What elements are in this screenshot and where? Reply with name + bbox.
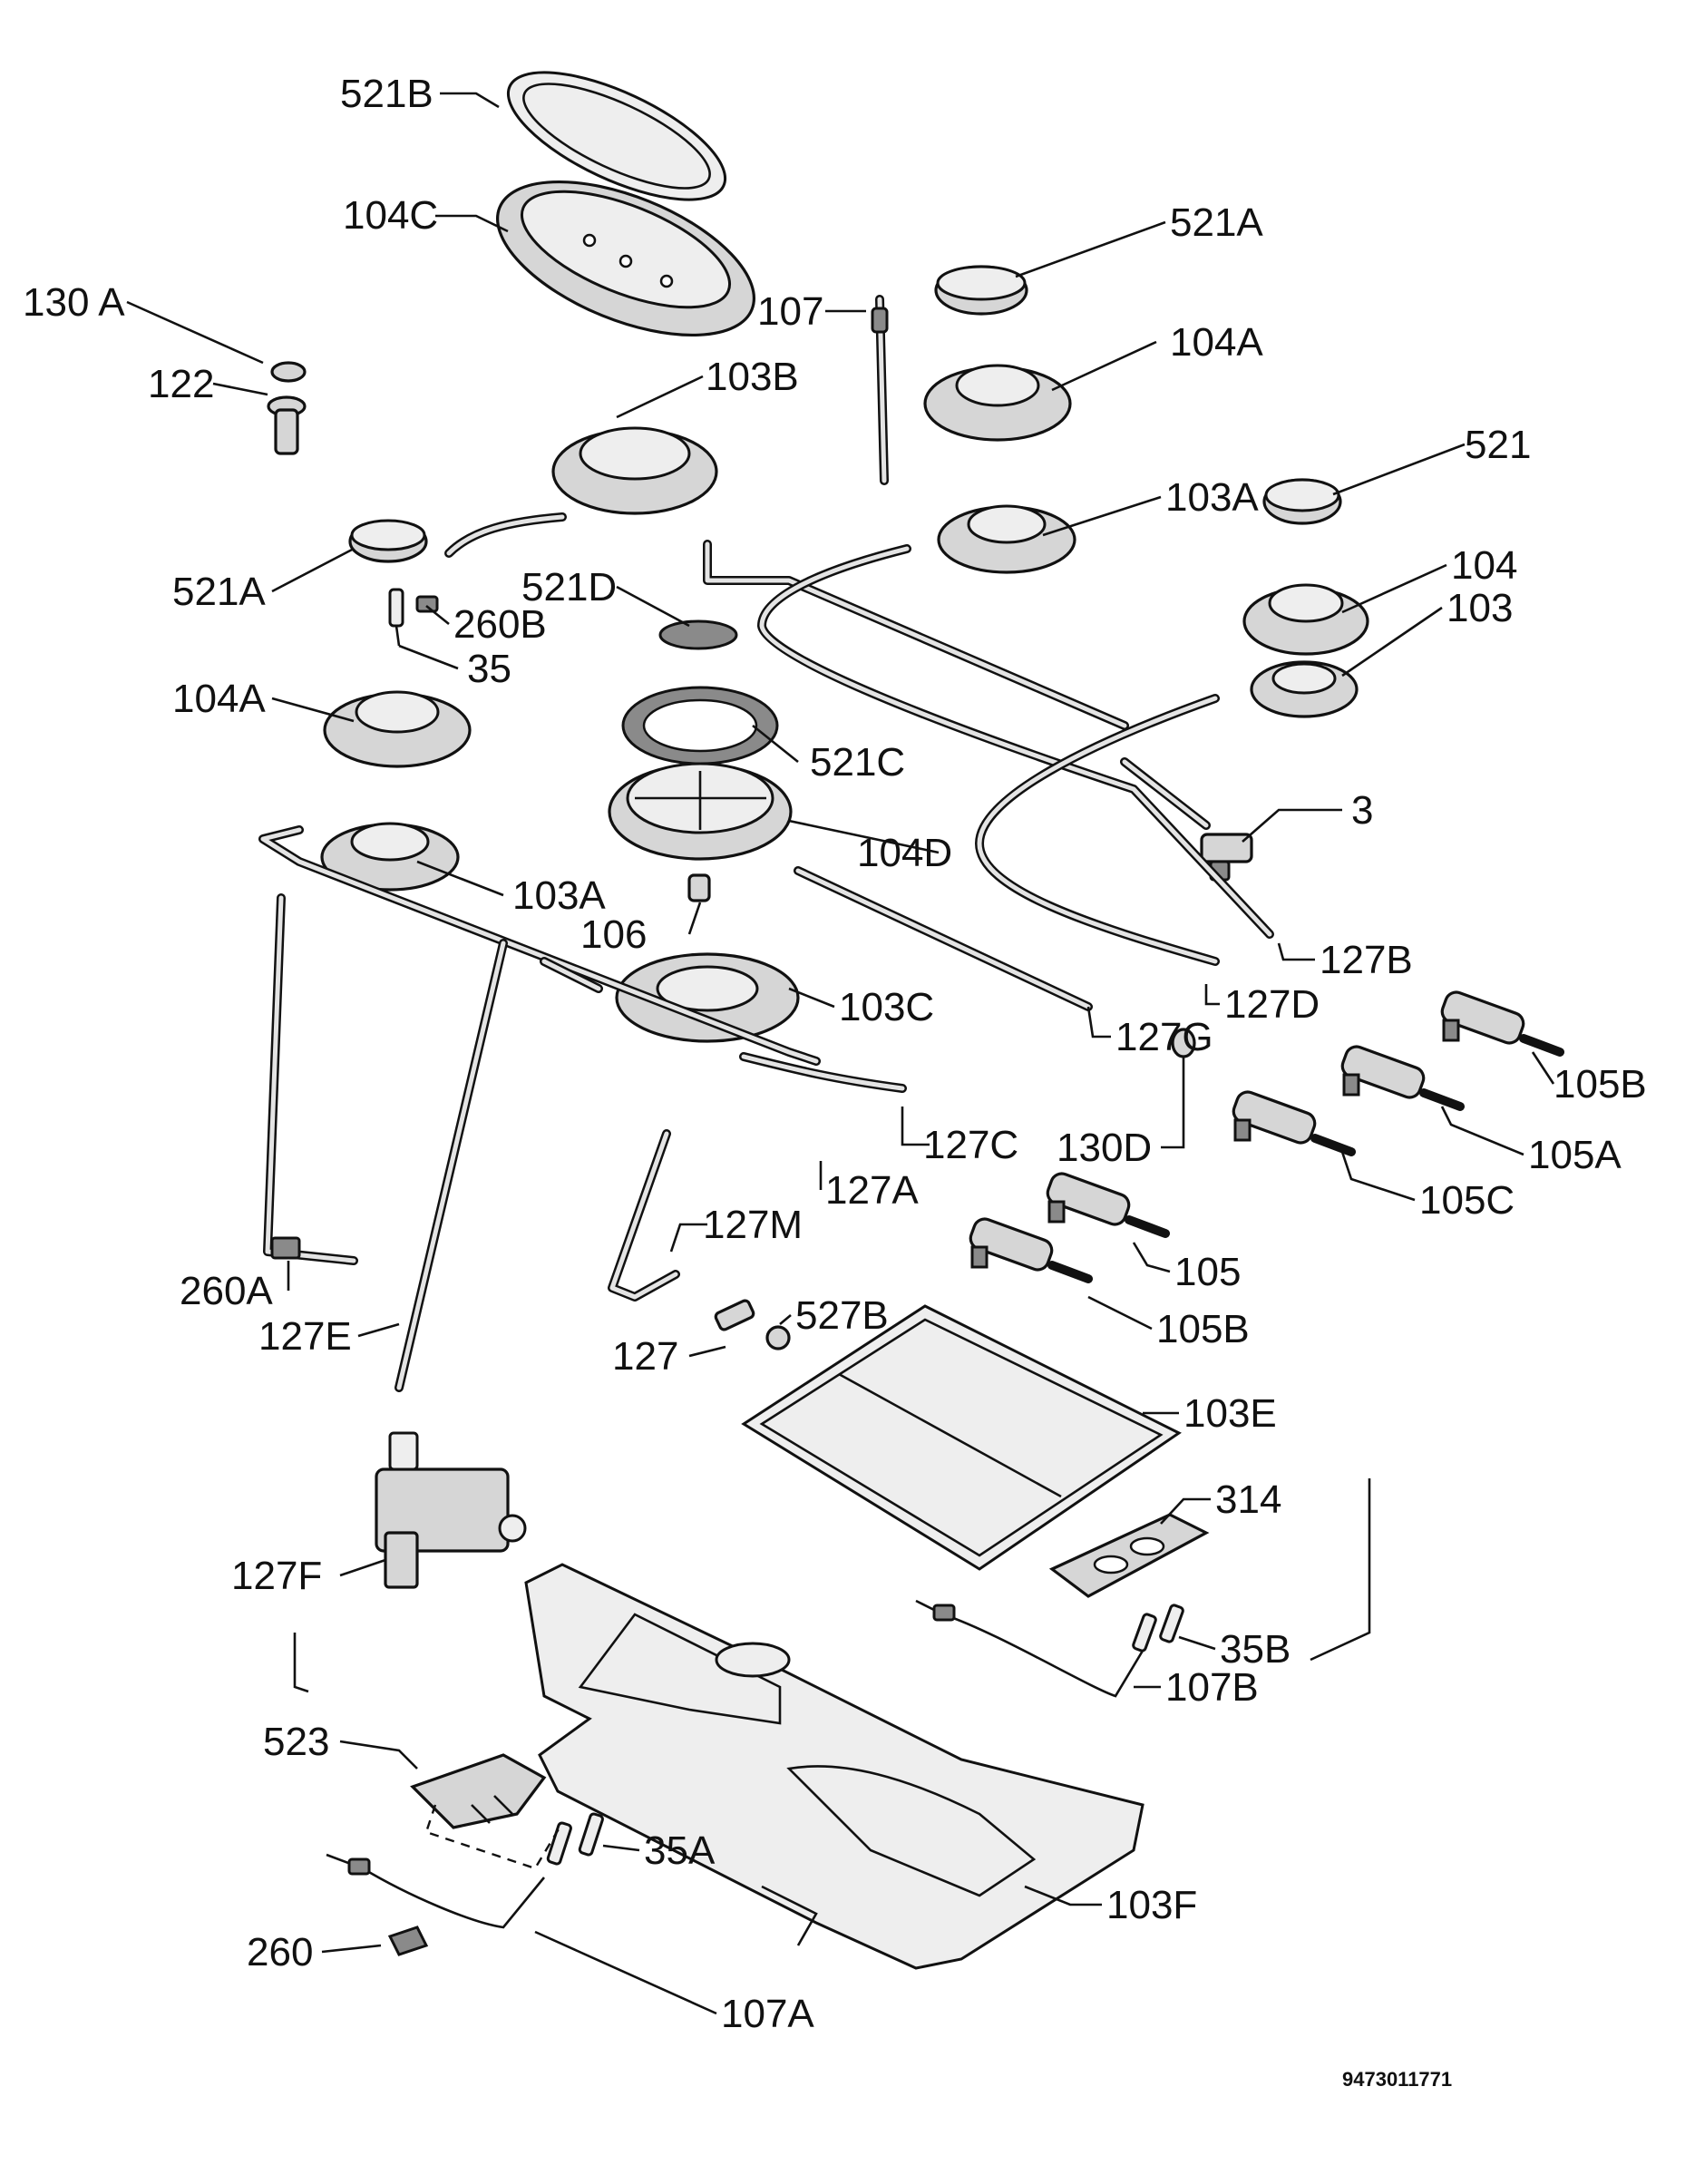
label-107A: 107A <box>721 1992 814 2036</box>
label-107: 107 <box>757 289 823 334</box>
label-104: 104 <box>1451 543 1517 588</box>
label-104A-left: 104A <box>172 677 266 721</box>
label-35B: 35B <box>1220 1627 1291 1672</box>
part-103C-wok-base <box>615 952 800 1043</box>
part-105B-tap-top <box>1440 990 1564 1057</box>
label-103A-left: 103A <box>512 873 606 918</box>
part-107B-probe <box>915 1599 1144 1698</box>
label-103E: 103E <box>1183 1391 1277 1436</box>
label-527B: 527B <box>795 1293 889 1338</box>
part-103F-base-plate <box>524 1563 1144 1970</box>
part-527B-nut <box>765 1325 791 1350</box>
label-127G: 127G <box>1115 1015 1213 1059</box>
part-107A-probe <box>326 1853 546 1929</box>
part-104-crown <box>1242 583 1369 656</box>
label-127C: 127C <box>923 1123 1018 1167</box>
part-103B-burner-body <box>551 426 718 515</box>
label-104A-right: 104A <box>1170 320 1263 365</box>
part-103-burner <box>1250 660 1359 718</box>
label-260B: 260B <box>453 602 547 647</box>
part-105B-tap-bottom <box>969 1217 1093 1283</box>
label-127M: 127M <box>703 1203 803 1247</box>
label-260A: 260A <box>180 1269 273 1313</box>
label-105A: 105A <box>1528 1133 1622 1177</box>
leader-lines <box>126 92 1555 2015</box>
part-260-clip <box>387 1926 429 1956</box>
label-122: 122 <box>148 362 214 406</box>
label-103A-right: 103A <box>1165 475 1259 520</box>
label-130D: 130D <box>1057 1126 1152 1170</box>
part-105A-tap <box>1340 1045 1465 1111</box>
part-127-elbow <box>714 1299 755 1331</box>
assembly-guides <box>293 1478 1371 1946</box>
part-105C-tap <box>1232 1090 1356 1156</box>
part-106-nozzle <box>687 873 711 902</box>
label-521: 521 <box>1465 423 1531 467</box>
part-127F-valve-block <box>375 1431 527 1589</box>
part-104D-wok-burner <box>608 762 793 861</box>
label-105B-top: 105B <box>1554 1062 1647 1107</box>
label-106: 106 <box>580 912 647 957</box>
label-314: 314 <box>1215 1477 1281 1522</box>
label-105B-bottom: 105B <box>1156 1307 1250 1351</box>
label-521A-left: 521A <box>172 570 266 614</box>
part-260A-clip <box>270 1236 301 1260</box>
label-103B: 103B <box>706 355 799 399</box>
label-127A: 127A <box>825 1168 919 1213</box>
label-105: 105 <box>1174 1250 1241 1294</box>
part-103E-tray <box>741 1304 1182 1571</box>
part-104A-crown-left <box>323 690 472 768</box>
label-35: 35 <box>467 647 511 691</box>
part-521D-disc <box>658 619 738 650</box>
part-35B-electrodes <box>1132 1604 1184 1653</box>
part-labels: 521B 104C 130 A 122 107 521A 103B 104A 5… <box>23 72 1647 2091</box>
label-107B: 107B <box>1165 1665 1259 1710</box>
part-104C-oval-burner <box>496 180 755 337</box>
label-521B: 521B <box>340 72 433 116</box>
diagram-reference-number: 9473011771 <box>1342 2068 1452 2091</box>
pipe-103B-feed <box>444 512 567 558</box>
part-107-probe <box>871 295 889 485</box>
part-105-tap <box>1046 1172 1170 1238</box>
label-260: 260 <box>247 1930 313 1974</box>
label-521D: 521D <box>521 565 617 609</box>
part-130A-nut <box>270 361 307 383</box>
label-103C: 103C <box>839 985 934 1029</box>
label-127B: 127B <box>1320 938 1413 982</box>
part-103A-burner-right <box>937 504 1076 574</box>
label-521C: 521C <box>810 740 905 785</box>
label-103: 103 <box>1446 586 1513 630</box>
part-35-electrode <box>388 588 404 647</box>
label-130A: 130 A <box>23 280 125 325</box>
part-521-cap <box>1262 478 1342 525</box>
label-127D: 127D <box>1224 982 1320 1027</box>
part-104A-crown-right <box>923 364 1072 442</box>
label-521A-right: 521A <box>1170 200 1263 245</box>
label-127E: 127E <box>258 1314 352 1359</box>
label-103F: 103F <box>1106 1883 1197 1927</box>
label-127F: 127F <box>231 1554 322 1598</box>
part-523-bracket <box>410 1753 547 1829</box>
part-521A-cap-right <box>934 265 1028 316</box>
label-104D: 104D <box>857 831 952 875</box>
part-521C-ring <box>621 686 779 765</box>
gas-pipe-network <box>258 540 1274 1392</box>
label-35A: 35A <box>644 1828 716 1873</box>
part-314-bracket <box>1048 1513 1210 1598</box>
part-521B-oval-lid <box>506 71 727 201</box>
label-104C: 104C <box>343 193 438 238</box>
part-35A-electrodes <box>546 1812 604 1866</box>
part-122-injector <box>267 395 307 455</box>
part-103A-burner-left <box>320 822 460 892</box>
label-3: 3 <box>1351 788 1373 833</box>
part-521A-cap-left <box>348 519 428 563</box>
label-523: 523 <box>263 1720 329 1764</box>
label-105C: 105C <box>1419 1178 1515 1223</box>
label-127: 127 <box>612 1334 678 1379</box>
part-260B-clip <box>415 595 439 613</box>
